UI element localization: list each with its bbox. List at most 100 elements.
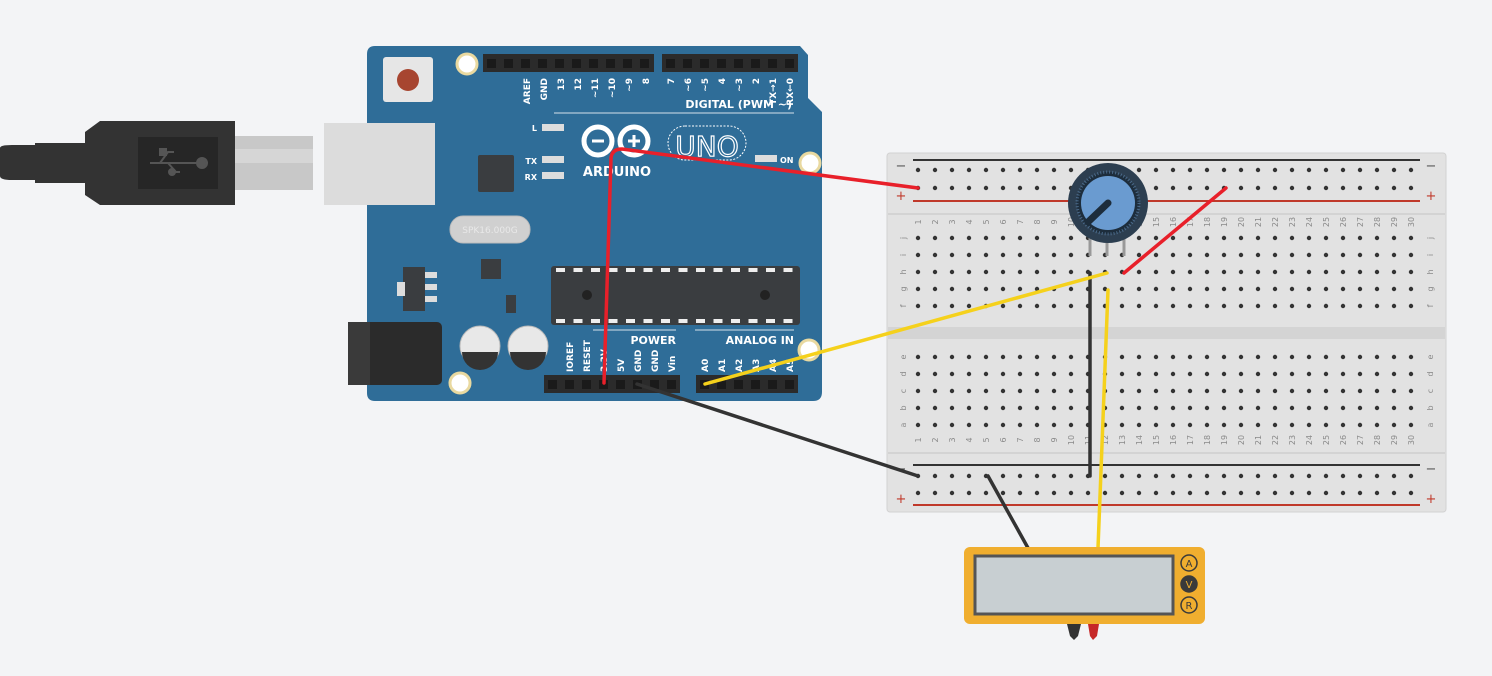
rail-hole[interactable] [1255,490,1261,496]
breadboard-hole[interactable] [983,422,989,428]
breadboard-hole[interactable] [1272,354,1278,360]
breadboard-hole[interactable] [1391,286,1397,292]
rail-hole[interactable] [1357,490,1363,496]
rail-hole[interactable] [1272,167,1278,173]
breadboard-hole[interactable] [1187,388,1193,394]
wire-minus-rail-to-meter[interactable] [986,474,1030,550]
header-socket[interactable] [623,59,632,68]
rail-hole[interactable] [1357,185,1363,191]
rail-hole[interactable] [1306,167,1312,173]
rail-hole[interactable] [966,490,972,496]
rail-hole[interactable] [949,167,955,173]
breadboard-hole[interactable] [1136,354,1142,360]
breadboard-hole[interactable] [983,286,989,292]
breadboard-hole[interactable] [1289,303,1295,309]
breadboard-hole[interactable] [932,354,938,360]
breadboard-hole[interactable] [1119,303,1125,309]
breadboard-hole[interactable] [1102,286,1108,292]
breadboard-hole[interactable] [949,252,955,258]
breadboard-hole[interactable] [1119,354,1125,360]
breadboard-hole[interactable] [1170,252,1176,258]
rail-hole[interactable] [932,473,938,479]
rail-hole[interactable] [1289,167,1295,173]
breadboard-hole[interactable] [966,252,972,258]
breadboard-hole[interactable] [1017,269,1023,275]
breadboard-hole[interactable] [1374,286,1380,292]
header-socket[interactable] [717,380,726,389]
breadboard-hole[interactable] [1289,388,1295,394]
breadboard-hole[interactable] [1034,388,1040,394]
breadboard-hole[interactable] [1408,371,1414,377]
breadboard-hole[interactable] [1340,286,1346,292]
rail-hole[interactable] [1136,490,1142,496]
breadboard-hole[interactable] [1391,303,1397,309]
breadboard-hole[interactable] [1306,252,1312,258]
rail-hole[interactable] [1051,185,1057,191]
mode-button-r[interactable]: R [1180,596,1198,614]
rail-hole[interactable] [1153,185,1159,191]
breadboard-hole[interactable] [1068,235,1074,241]
breadboard-hole[interactable] [1000,252,1006,258]
breadboard-hole[interactable] [1340,235,1346,241]
breadboard-hole[interactable] [1255,354,1261,360]
breadboard-hole[interactable] [983,388,989,394]
breadboard-hole[interactable] [1204,354,1210,360]
breadboard-hole[interactable] [932,303,938,309]
breadboard-hole[interactable] [983,252,989,258]
breadboard-hole[interactable] [1034,422,1040,428]
usb-cable[interactable] [0,121,313,205]
breadboard-hole[interactable] [1136,286,1142,292]
breadboard-hole[interactable] [1170,286,1176,292]
breadboard-hole[interactable] [1068,422,1074,428]
header-socket[interactable] [666,59,675,68]
breadboard-hole[interactable] [1000,303,1006,309]
breadboard-hole[interactable] [1306,303,1312,309]
breadboard-hole[interactable] [1408,388,1414,394]
breadboard-hole[interactable] [1170,354,1176,360]
breadboard-hole[interactable] [1136,269,1142,275]
breadboard-hole[interactable] [915,405,921,411]
breadboard-hole[interactable] [949,354,955,360]
breadboard-hole[interactable] [1357,371,1363,377]
rail-hole[interactable] [1357,473,1363,479]
header-socket[interactable] [768,380,777,389]
header-socket[interactable] [734,59,743,68]
breadboard-hole[interactable] [1374,405,1380,411]
breadboard-hole[interactable] [1306,422,1312,428]
rail-hole[interactable] [1391,185,1397,191]
rail-hole[interactable] [1187,490,1193,496]
breadboard-hole[interactable] [1204,388,1210,394]
rail-hole[interactable] [1102,490,1108,496]
rail-hole[interactable] [1238,167,1244,173]
breadboard-hole[interactable] [1017,252,1023,258]
breadboard-hole[interactable] [1017,235,1023,241]
rail-hole[interactable] [1340,185,1346,191]
breadboard-hole[interactable] [1340,405,1346,411]
breadboard-hole[interactable] [1238,303,1244,309]
wire-a0-to-pot-wiper[interactable] [703,271,1109,386]
rail-hole[interactable] [1408,473,1414,479]
rail-hole[interactable] [1221,167,1227,173]
rail-hole[interactable] [932,490,938,496]
rail-hole[interactable] [1034,185,1040,191]
rail-hole[interactable] [1102,473,1108,479]
wire-pot-to-meter[interactable] [1096,288,1110,550]
breadboard-hole[interactable] [1170,303,1176,309]
breadboard-hole[interactable] [1187,422,1193,428]
rail-hole[interactable] [1017,185,1023,191]
rail-hole[interactable] [1272,473,1278,479]
breadboard-hole[interactable] [966,303,972,309]
wire-gnd-to-minus-rail[interactable] [635,382,920,478]
breadboard-hole[interactable] [966,405,972,411]
breadboard-hole[interactable] [1306,286,1312,292]
rail-hole[interactable] [932,185,938,191]
breadboard-hole[interactable] [983,405,989,411]
breadboard-hole[interactable] [1068,405,1074,411]
breadboard-hole[interactable] [1357,286,1363,292]
rail-hole[interactable] [1170,185,1176,191]
header-socket[interactable] [572,59,581,68]
breadboard-hole[interactable] [1000,371,1006,377]
breadboard-hole[interactable] [1017,371,1023,377]
